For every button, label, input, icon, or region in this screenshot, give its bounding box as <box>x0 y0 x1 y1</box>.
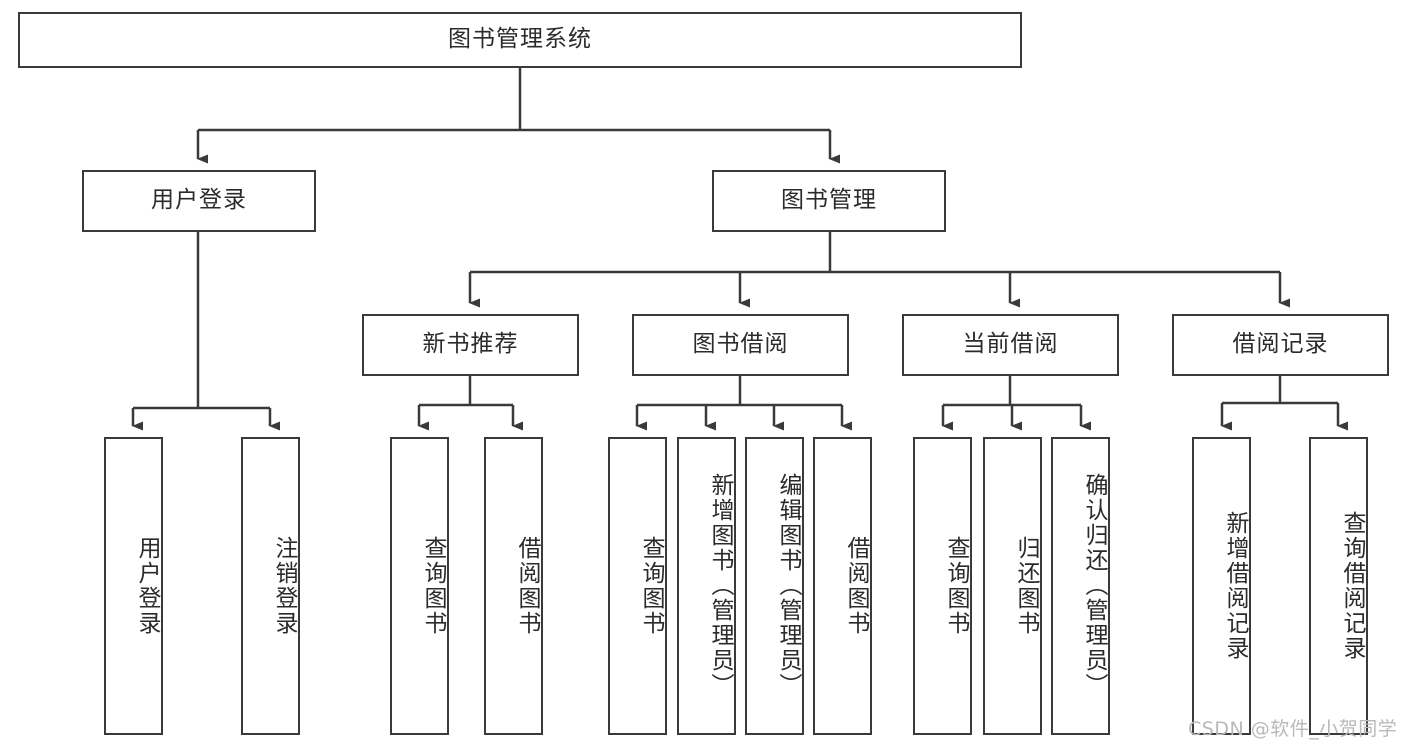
leaf-edit-book-label: 编辑图书（管理员） <box>775 472 801 698</box>
leaf-edit-book[interactable]: 编辑图书（管理员） <box>745 437 804 735</box>
leaf-query-book-3-label: 查询图书 <box>943 536 969 636</box>
leaf-user-login[interactable]: 用户登录 <box>104 437 163 735</box>
leaf-return-book-label: 归还图书 <box>1013 536 1039 636</box>
node-user-login[interactable]: 用户登录 <box>82 170 316 232</box>
leaf-query-book-2[interactable]: 查询图书 <box>608 437 667 735</box>
leaf-user-login-label: 用户登录 <box>134 536 160 636</box>
node-new-book-recommend-label: 新书推荐 <box>422 331 519 358</box>
leaf-query-book-1-label: 查询图书 <box>420 536 446 636</box>
leaf-query-record-label: 查询借阅记录 <box>1339 511 1365 661</box>
node-current-borrow-label: 当前借阅 <box>962 331 1059 358</box>
leaf-add-book[interactable]: 新增图书（管理员） <box>677 437 736 735</box>
leaf-borrow-book-1[interactable]: 借阅图书 <box>484 437 543 735</box>
node-borrow-record-label: 借阅记录 <box>1232 331 1329 358</box>
node-root-label: 图书管理系统 <box>448 26 592 53</box>
node-current-borrow[interactable]: 当前借阅 <box>902 314 1119 376</box>
leaf-query-book-1[interactable]: 查询图书 <box>390 437 449 735</box>
node-user-login-label: 用户登录 <box>151 187 247 214</box>
leaf-add-record-label: 新增借阅记录 <box>1222 511 1248 661</box>
watermark-text: CSDN @软件_小贺同学 <box>1188 718 1398 740</box>
leaf-add-record[interactable]: 新增借阅记录 <box>1192 437 1251 735</box>
leaf-confirm-return[interactable]: 确认归还（管理员） <box>1051 437 1110 735</box>
leaf-confirm-return-label: 确认归还（管理员） <box>1081 472 1107 698</box>
node-book-borrow[interactable]: 图书借阅 <box>632 314 849 376</box>
leaf-borrow-book-2[interactable]: 借阅图书 <box>813 437 872 735</box>
leaf-add-book-label: 新增图书（管理员） <box>707 472 733 698</box>
node-book-management-label: 图书管理 <box>781 187 877 214</box>
leaf-user-logout-label: 注销登录 <box>271 536 297 636</box>
node-book-management[interactable]: 图书管理 <box>712 170 946 232</box>
leaf-borrow-book-2-label: 借阅图书 <box>843 536 869 636</box>
node-borrow-record[interactable]: 借阅记录 <box>1172 314 1389 376</box>
leaf-query-record[interactable]: 查询借阅记录 <box>1309 437 1368 735</box>
node-root[interactable]: 图书管理系统 <box>18 12 1022 68</box>
node-book-borrow-label: 图书借阅 <box>692 331 789 358</box>
leaf-borrow-book-1-label: 借阅图书 <box>514 536 540 636</box>
leaf-return-book[interactable]: 归还图书 <box>983 437 1042 735</box>
leaf-user-logout[interactable]: 注销登录 <box>241 437 300 735</box>
node-new-book-recommend[interactable]: 新书推荐 <box>362 314 579 376</box>
leaf-query-book-3[interactable]: 查询图书 <box>913 437 972 735</box>
leaf-query-book-2-label: 查询图书 <box>638 536 664 636</box>
